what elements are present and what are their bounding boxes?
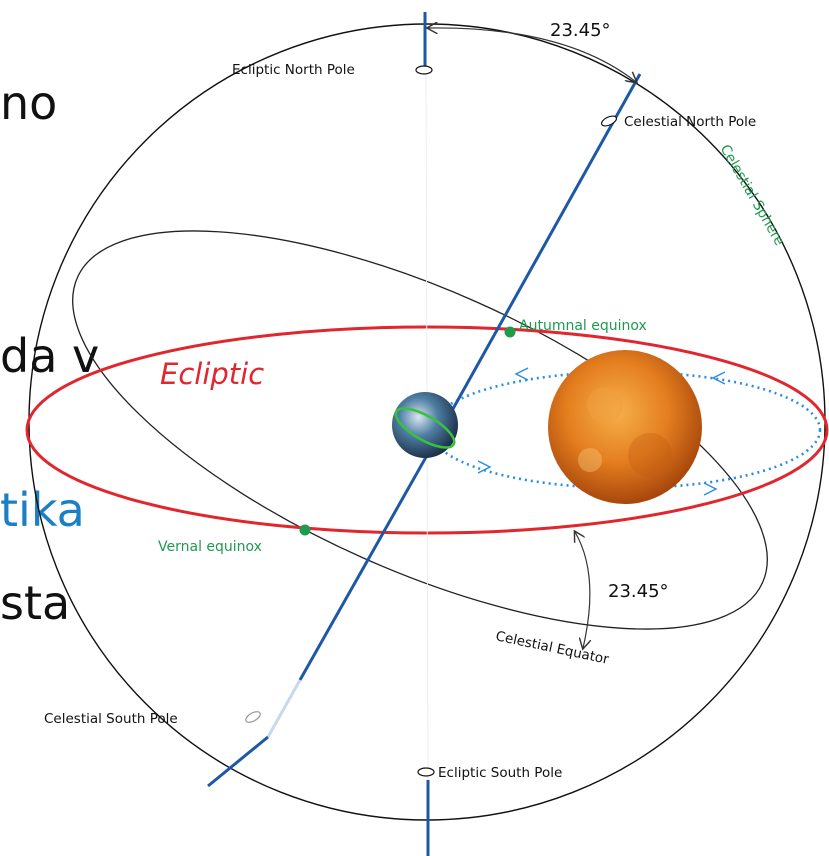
label-celestial-south-pole: Celestial South Pole (44, 711, 178, 727)
label-autumnal-equinox: Autumnal equinox (519, 318, 647, 334)
label-ecliptic-north-pole: Ecliptic North Pole (232, 62, 355, 78)
slide-text-line-1: no (0, 76, 58, 130)
celestial-axis (428, 73, 642, 451)
celestial-north-pole-marker (600, 115, 618, 127)
orbit-arrow-icon (711, 371, 726, 385)
celestial-equator-ring (72, 230, 768, 630)
tilt-arc-top (428, 28, 636, 82)
sun-texture (587, 387, 623, 423)
sun-texture (628, 433, 672, 477)
label-tilt-bottom: 23.45° (608, 581, 669, 602)
sun-texture (578, 448, 602, 472)
orbit-arrow-icon (514, 367, 529, 381)
label-celestial-equator: Celestial Equator (494, 628, 610, 668)
tilt-arc-bottom (575, 532, 590, 648)
vernal-equinox-marker (299, 524, 311, 536)
label-vernal-equinox: Vernal equinox (158, 539, 262, 555)
label-ecliptic-south-pole: Ecliptic South Pole (438, 765, 562, 781)
celestial-axis (207, 735, 269, 788)
celestial-axis-faint (266, 679, 302, 738)
celestial-south-pole-marker (245, 711, 261, 723)
ecliptic-south-pole-marker (417, 767, 435, 777)
label-tilt-top: 23.45° (550, 20, 611, 41)
label-celestial-sphere: Celestial Sphere (717, 142, 788, 249)
orbit-arrow-icon (703, 482, 718, 496)
ecliptic-north-pole-marker (415, 65, 433, 75)
orbit-arrow-icon (477, 460, 492, 474)
label-ecliptic: Ecliptic (160, 357, 264, 391)
slide-text-line-4: sta (0, 576, 71, 630)
sun-illustration (548, 350, 702, 504)
earth-equator-line (394, 407, 456, 449)
label-celestial-north-pole: Celestial North Pole (624, 114, 756, 130)
celestial-axis-back (298, 449, 432, 681)
autumnal-equinox-marker (504, 326, 516, 338)
